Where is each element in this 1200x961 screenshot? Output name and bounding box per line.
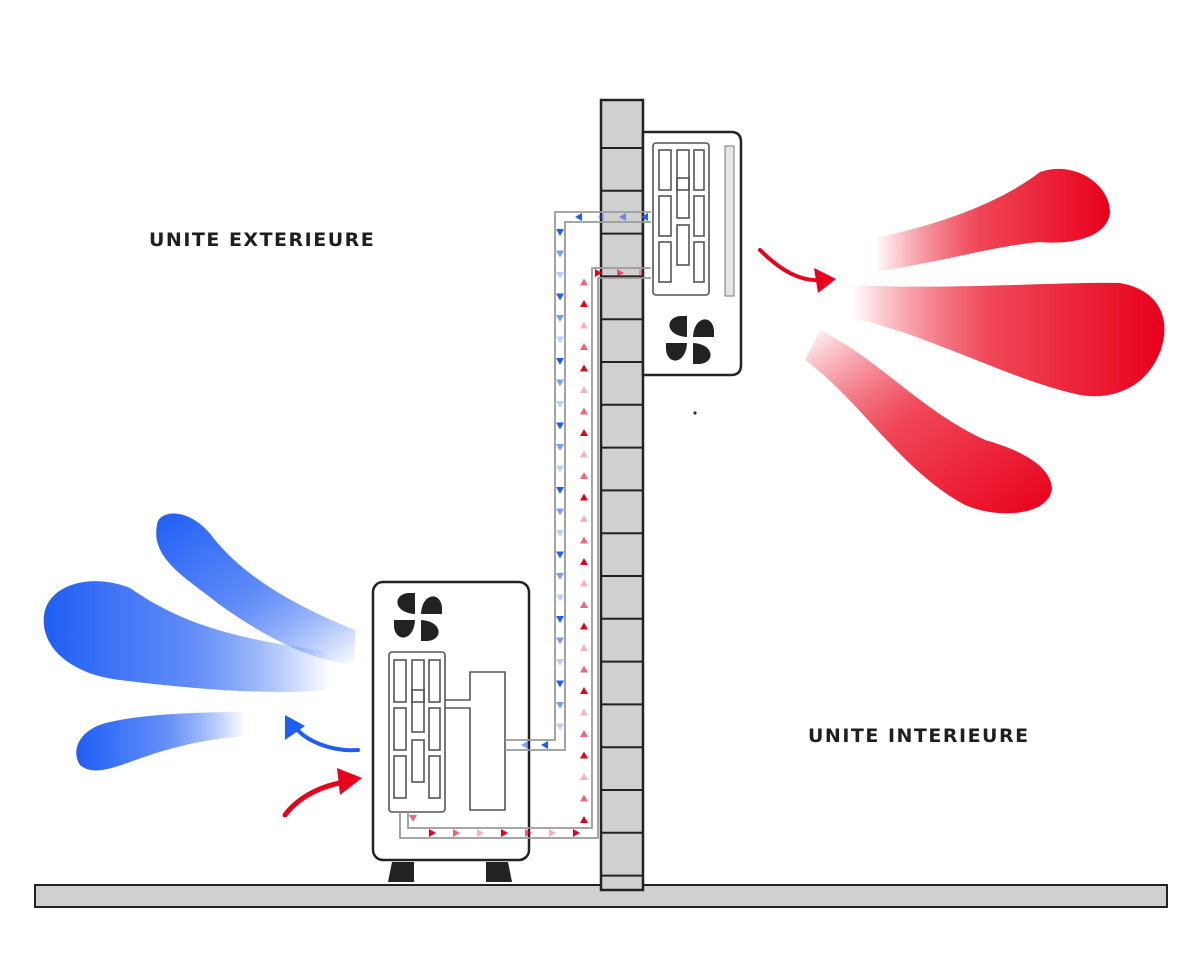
- outdoor-unit: [371, 580, 531, 882]
- flow-arrow-icon: [556, 250, 564, 258]
- outdoor-unit-foot-left: [388, 862, 414, 882]
- flow-arrow-icon: [556, 229, 564, 236]
- dot-mark: [693, 411, 697, 415]
- flow-arrow-icon: [580, 536, 588, 544]
- flow-arrow-icon: [556, 723, 564, 731]
- refrigerant-pipes: [399, 211, 651, 839]
- flow-arrow-icon: [580, 794, 588, 802]
- flow-arrow-icon: [595, 269, 602, 277]
- flow-arrow-icon: [580, 665, 588, 673]
- flow-arrow-icon: [556, 551, 564, 559]
- warm-air-flow: [805, 168, 1165, 514]
- flow-arrow-icon: [521, 741, 528, 749]
- flow-arrow-icon: [556, 637, 564, 645]
- flow-arrow-icon: [453, 829, 460, 837]
- flow-arrow-icon: [556, 702, 564, 709]
- flow-arrow-icon: [580, 407, 588, 415]
- fan-icon: [394, 593, 442, 641]
- flow-arrow-icon: [556, 659, 564, 666]
- hot-line-pipe: [399, 267, 651, 839]
- flow-arrow-icon: [639, 269, 646, 277]
- flow-arrow-icon: [580, 515, 588, 522]
- flow-arrow-icon: [556, 358, 564, 365]
- flow-arrow-icon: [580, 364, 588, 372]
- flow-arrow-icon: [580, 644, 588, 651]
- flow-arrow-icon: [580, 622, 588, 630]
- flow-arrow-icon: [556, 465, 564, 473]
- outdoor-unit-foot-right: [486, 862, 512, 882]
- flow-arrow-icon: [556, 293, 564, 301]
- wall: [599, 98, 645, 892]
- heat-exchanger-coil-icon: [652, 142, 710, 296]
- flow-arrow-icon: [541, 741, 548, 749]
- flow-arrow-icon: [758, 248, 836, 293]
- flow-arrow-icon: [580, 601, 588, 608]
- flow-arrow-icon: [285, 715, 360, 753]
- fan-icon: [666, 316, 714, 364]
- flow-arrow-icon: [409, 815, 417, 822]
- flow-arrow-icon: [556, 680, 564, 688]
- flow-arrow-icon: [556, 379, 564, 387]
- flow-arrow-icon: [580, 558, 588, 565]
- flow-arrow-icon: [477, 829, 484, 837]
- outdoor-unit-label: UNITE EXTERIEURE: [149, 229, 376, 251]
- flow-arrow-icon: [549, 829, 556, 837]
- flow-arrow-icon: [580, 730, 588, 737]
- flow-arrow-icon: [556, 487, 564, 494]
- flow-arrow-icon: [580, 450, 588, 458]
- flow-arrow-icon: [282, 768, 362, 818]
- flow-arrow-icon: [580, 751, 588, 759]
- cold-air-flow: [43, 513, 355, 771]
- flow-arrow-icon: [597, 213, 604, 221]
- flow-arrow-icon: [580, 472, 588, 479]
- flow-arrow-icon: [575, 213, 582, 221]
- flow-arrow-icon: [556, 422, 564, 430]
- flow-arrow-icon: [429, 829, 436, 837]
- flow-arrow-icon: [556, 315, 564, 322]
- flow-arrow-icon: [580, 321, 588, 329]
- flow-arrow-icon: [556, 336, 564, 344]
- flow-arrow-icon: [580, 300, 588, 307]
- flow-arrow-icon: [580, 708, 588, 716]
- flow-arrow-icon: [580, 278, 588, 286]
- cold-line-pipe: [505, 211, 651, 751]
- flow-arrow-icon: [525, 829, 532, 837]
- indoor-unit-label: UNITE INTERIEURE: [808, 725, 1030, 747]
- flow-arrow-icon: [573, 829, 580, 837]
- flow-arrow-icon: [580, 386, 588, 393]
- indoor-grille: [724, 145, 735, 297]
- flow-arrow-icon: [580, 429, 588, 436]
- flow-arrow-icon: [556, 594, 564, 602]
- heat-exchanger-coil-icon: [388, 651, 506, 813]
- indoor-unit: [641, 130, 743, 377]
- flow-arrow-icon: [556, 616, 564, 623]
- flow-arrow-icon: [580, 579, 588, 587]
- flow-arrows: [409, 213, 648, 837]
- flow-arrow-icon: [556, 530, 564, 537]
- flow-arrow-icon: [619, 213, 626, 221]
- flow-arrow-icon: [580, 816, 588, 823]
- flow-arrow-icon: [556, 508, 564, 516]
- flow-arrow-icon: [580, 493, 588, 501]
- flow-arrow-icon: [580, 687, 588, 694]
- flow-arrow-icon: [501, 829, 508, 837]
- flow-arrow-icon: [556, 272, 564, 279]
- flow-arrow-icon: [641, 213, 648, 221]
- flow-arrow-icon: [556, 401, 564, 408]
- flow-arrow-icon: [617, 269, 624, 277]
- flow-arrow-icon: [556, 444, 564, 451]
- flow-arrow-icon: [580, 343, 588, 350]
- flow-arrow-icon: [580, 773, 588, 780]
- flow-arrow-icon: [556, 573, 564, 580]
